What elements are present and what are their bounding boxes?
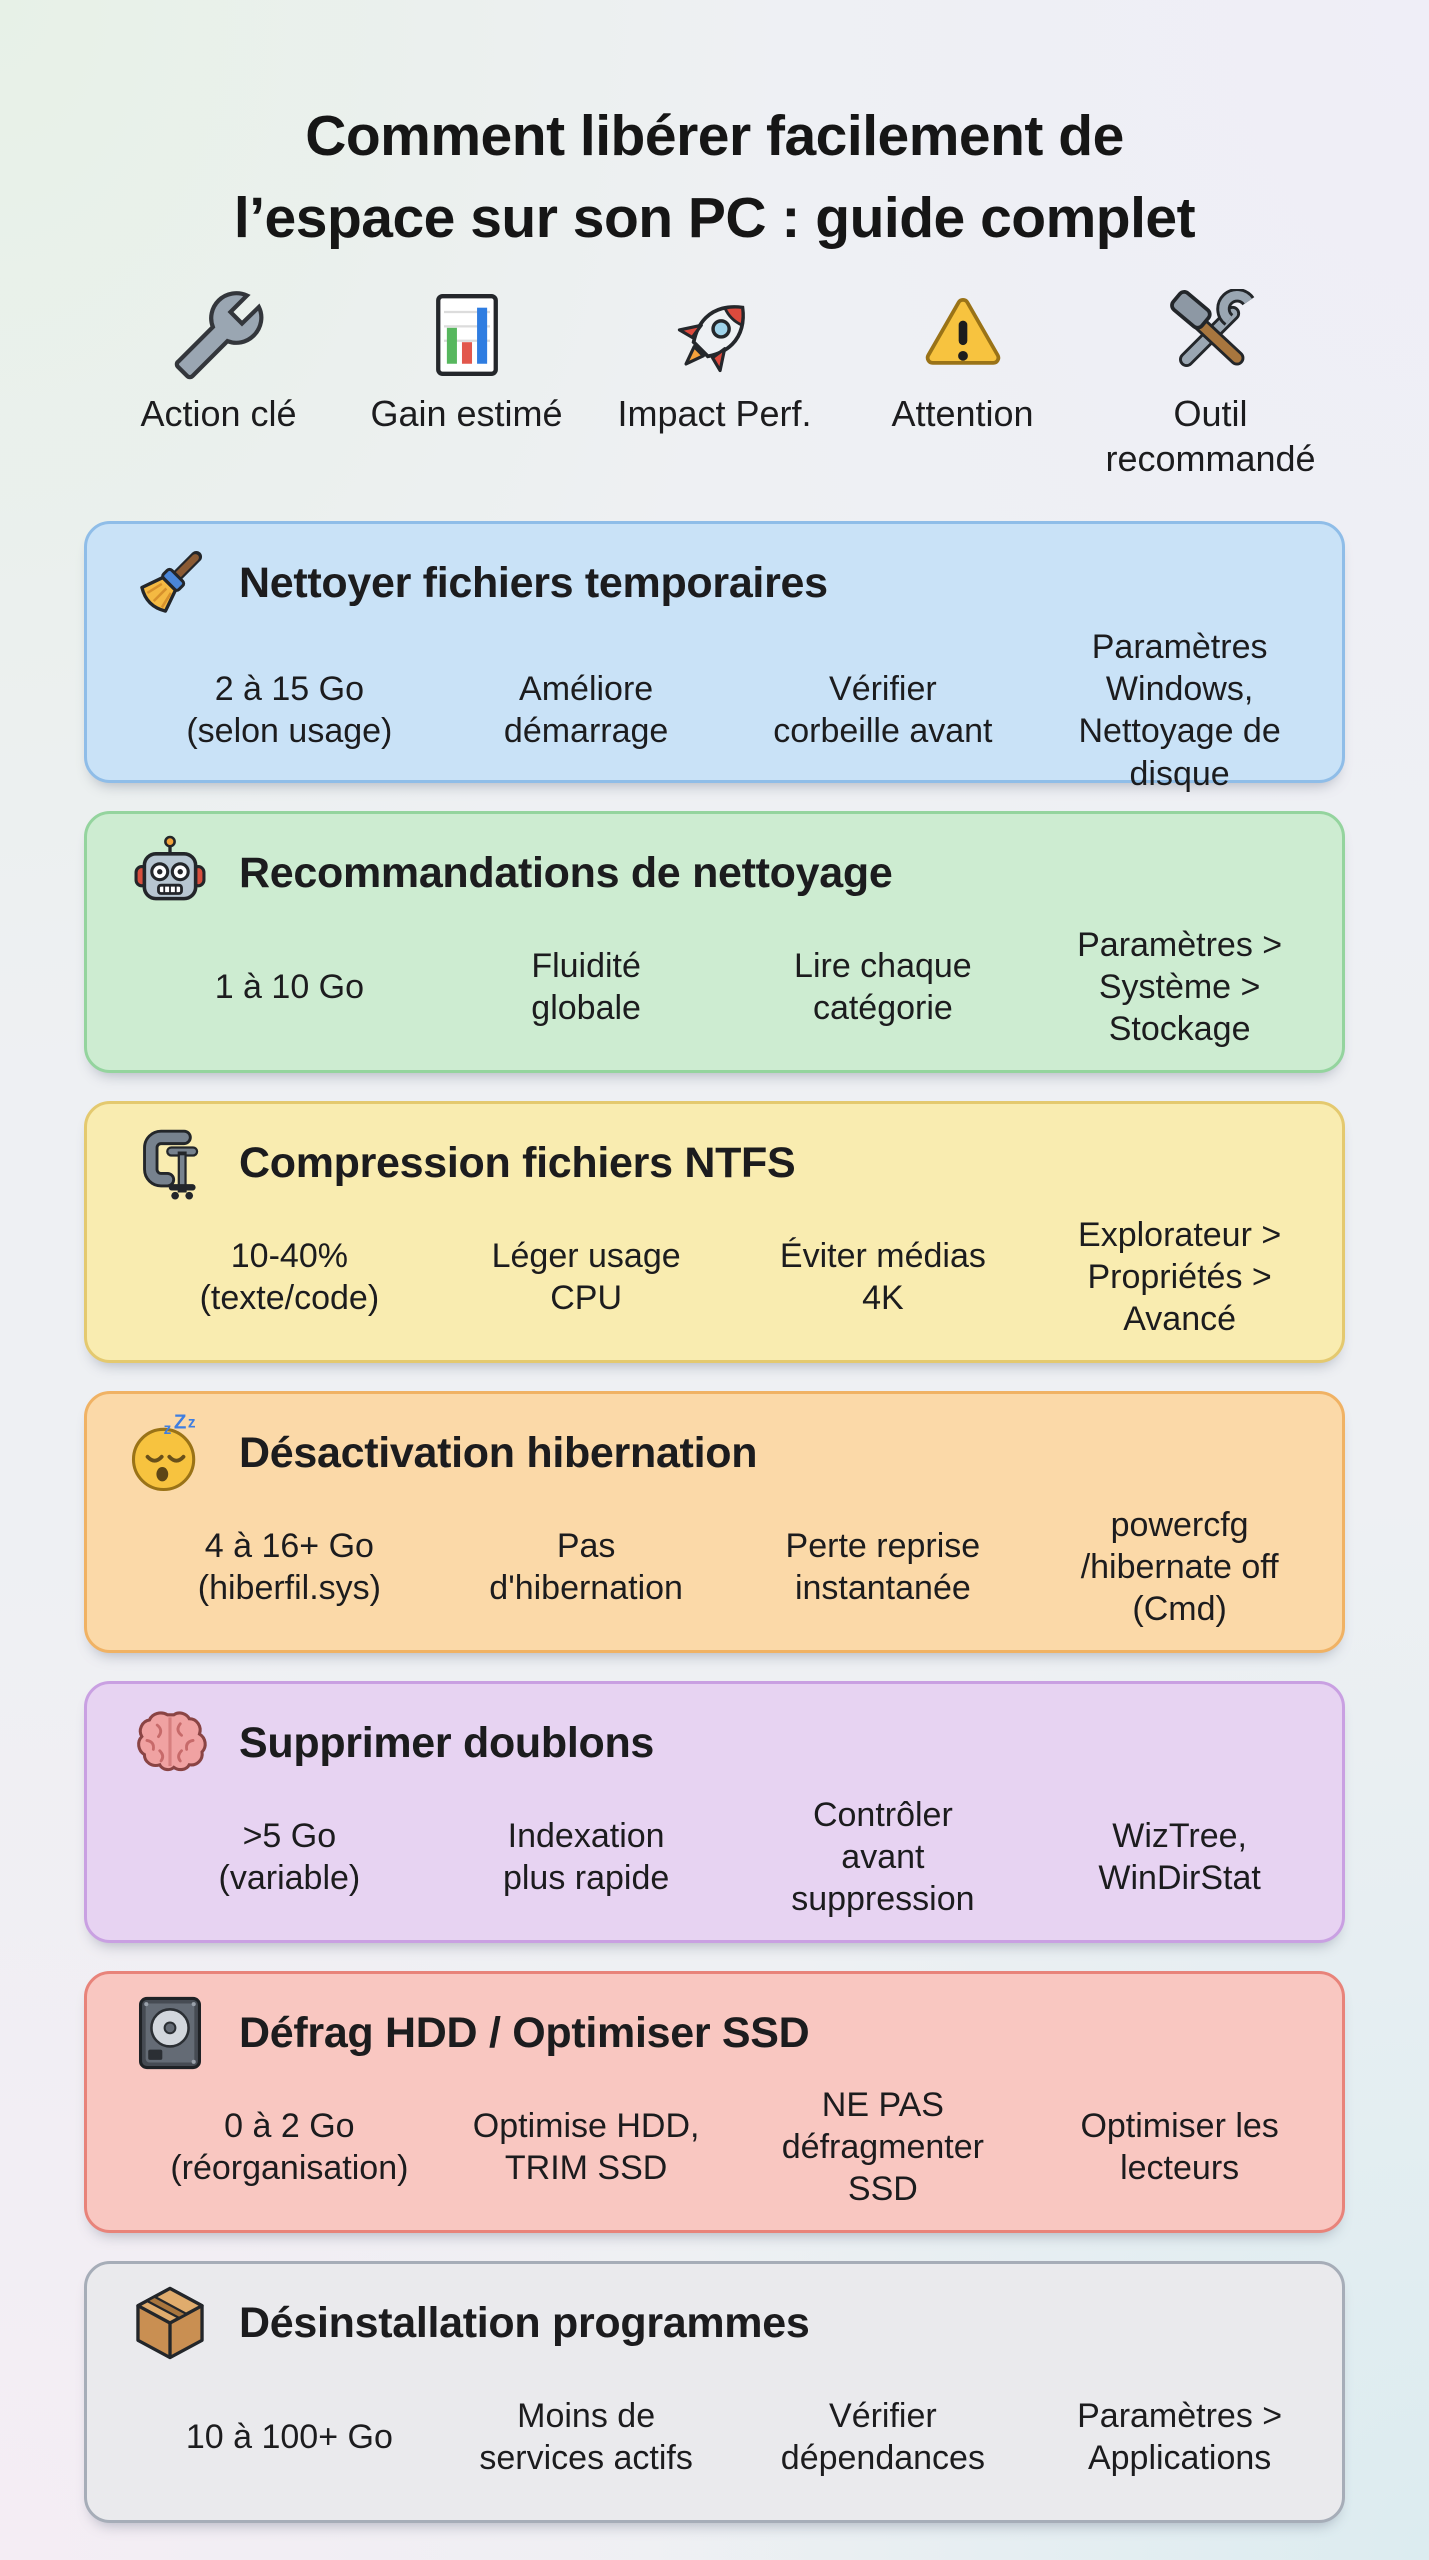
svg-text:z: z	[164, 1421, 172, 1438]
card-gain: >5 Go (variable)	[218, 1817, 361, 1898]
legend-item-gain: Gain estimé	[343, 289, 591, 481]
legend-label: Impact Perf.	[617, 393, 812, 435]
card-warning: Vérifier dépendances	[780, 2397, 985, 2478]
warning-icon	[917, 289, 1009, 381]
card-warning: Lire chaque catégorie	[794, 947, 972, 1028]
card-ntfs-compression: Compression fichiers NTFS 10-40% (texte/…	[84, 1101, 1345, 1364]
card-title: Désactivation hibernation	[239, 1428, 758, 1477]
card-gain: 4 à 16+ Go (hiberfil.sys)	[197, 1527, 381, 1608]
card-row: >5 Go (variable) Indexation plus rapide …	[129, 1786, 1328, 1928]
card-tool: Paramètres Windows, Nettoyage de disque	[1078, 628, 1281, 793]
card-title: Recommandations de nettoyage	[239, 848, 893, 897]
card-impact: Indexation plus rapide	[502, 1817, 670, 1898]
card-tool: WizTree, WinDirStat	[1098, 1817, 1261, 1898]
card-warning: Éviter médias 4K	[779, 1237, 986, 1318]
legend-label: Attention	[891, 393, 1034, 435]
card-header: Désinstallation programmes	[129, 2280, 1328, 2366]
card-header: Défrag HDD / Optimiser SSD	[129, 1990, 1328, 2076]
card-tool: Explorateur > Propriétés > Avancé	[1078, 1215, 1282, 1339]
card-tool: Paramètres > Système > Stockage	[1077, 925, 1283, 1049]
cards-list: Nettoyer fichiers temporaires 2 à 15 Go …	[84, 521, 1345, 2524]
card-gain: 1 à 10 Go	[214, 968, 365, 1007]
broom-icon	[129, 542, 211, 624]
card-impact: Optimise HDD, TRIM SSD	[472, 2107, 700, 2188]
card-duplicates: Supprimer doublons >5 Go (variable) Inde…	[84, 1681, 1345, 1944]
tools-icon	[1165, 289, 1257, 381]
robot-icon	[129, 832, 211, 914]
page-title: Comment libérer facilement de l’espace s…	[233, 104, 1196, 251]
package-icon	[129, 2282, 211, 2364]
rocket-icon	[669, 289, 761, 381]
card-tool: Optimiser les lecteurs	[1080, 2107, 1279, 2188]
legend-label: Gain estimé	[370, 393, 563, 435]
card-temp-files: Nettoyer fichiers temporaires 2 à 15 Go …	[84, 521, 1345, 793]
card-defrag: Défrag HDD / Optimiser SSD 0 à 2 Go (réo…	[84, 1971, 1345, 2234]
clamp-icon	[129, 1122, 211, 1204]
card-gain: 10-40% (texte/code)	[199, 1237, 380, 1318]
card-impact: Léger usage CPU	[491, 1237, 681, 1318]
card-header: Compression fichiers NTFS	[129, 1120, 1328, 1206]
card-tool: powercfg /hibernate off (Cmd)	[1080, 1505, 1279, 1629]
card-warning: Perte reprise instantanée	[785, 1527, 981, 1608]
card-impact: Fluidité globale	[531, 947, 641, 1028]
card-row: 1 à 10 Go Fluidité globale Lire chaque c…	[129, 916, 1328, 1058]
card-warning: Vérifier corbeille avant	[773, 670, 993, 751]
card-row: 0 à 2 Go (réorganisation) Optimise HDD, …	[129, 2076, 1328, 2218]
card-gain: 0 à 2 Go (réorganisation)	[170, 2107, 409, 2188]
card-impact: Améliore démarrage	[503, 670, 669, 751]
card-gain: 10 à 100+ Go	[185, 2418, 393, 2457]
card-tool: Paramètres > Applications	[1077, 2397, 1283, 2478]
legend: Action clé Gain estimé Impact Perf. Atte…	[95, 289, 1335, 481]
card-warning: NE PAS défragmenter SSD	[781, 2085, 984, 2209]
card-warning: Contrôler avant suppression	[791, 1795, 975, 1919]
card-row: 10 à 100+ Go Moins de services actifs Vé…	[129, 2366, 1328, 2508]
card-title: Désinstallation programmes	[239, 2298, 810, 2347]
hard-disk-icon	[129, 1992, 211, 2074]
card-row: 10-40% (texte/code) Léger usage CPU Évit…	[129, 1206, 1328, 1348]
card-gain: 2 à 15 Go (selon usage)	[186, 670, 393, 751]
legend-item-impact: Impact Perf.	[591, 289, 839, 481]
card-title: Supprimer doublons	[239, 1718, 655, 1767]
svg-text:z: z	[188, 1415, 196, 1432]
bar-chart-icon	[421, 289, 513, 381]
brain-icon	[129, 1702, 211, 1784]
card-row: 2 à 15 Go (selon usage) Améliore démarra…	[129, 626, 1328, 795]
card-cleanup-recommendations: Recommandations de nettoyage 1 à 10 Go F…	[84, 811, 1345, 1074]
card-title: Défrag HDD / Optimiser SSD	[239, 2008, 810, 2057]
legend-label: Outil recommandé	[1105, 393, 1316, 480]
legend-item-attention: Attention	[839, 289, 1087, 481]
card-title: Compression fichiers NTFS	[239, 1138, 796, 1187]
card-title: Nettoyer fichiers temporaires	[239, 558, 828, 607]
card-header: Supprimer doublons	[129, 1700, 1328, 1786]
legend-label: Action clé	[140, 393, 297, 435]
card-impact: Moins de services actifs	[479, 2397, 693, 2478]
card-header: Nettoyer fichiers temporaires	[129, 540, 1328, 626]
card-header: Recommandations de nettoyage	[129, 830, 1328, 916]
card-row: 4 à 16+ Go (hiberfil.sys) Pas d'hibernat…	[129, 1496, 1328, 1638]
wrench-icon	[173, 289, 265, 381]
card-uninstall: Désinstallation programmes 10 à 100+ Go …	[84, 2261, 1345, 2524]
legend-item-tool: Outil recommandé	[1087, 289, 1335, 481]
card-impact: Pas d'hibernation	[489, 1527, 683, 1608]
svg-text:Z: Z	[174, 1412, 187, 1434]
legend-item-action: Action clé	[95, 289, 343, 481]
